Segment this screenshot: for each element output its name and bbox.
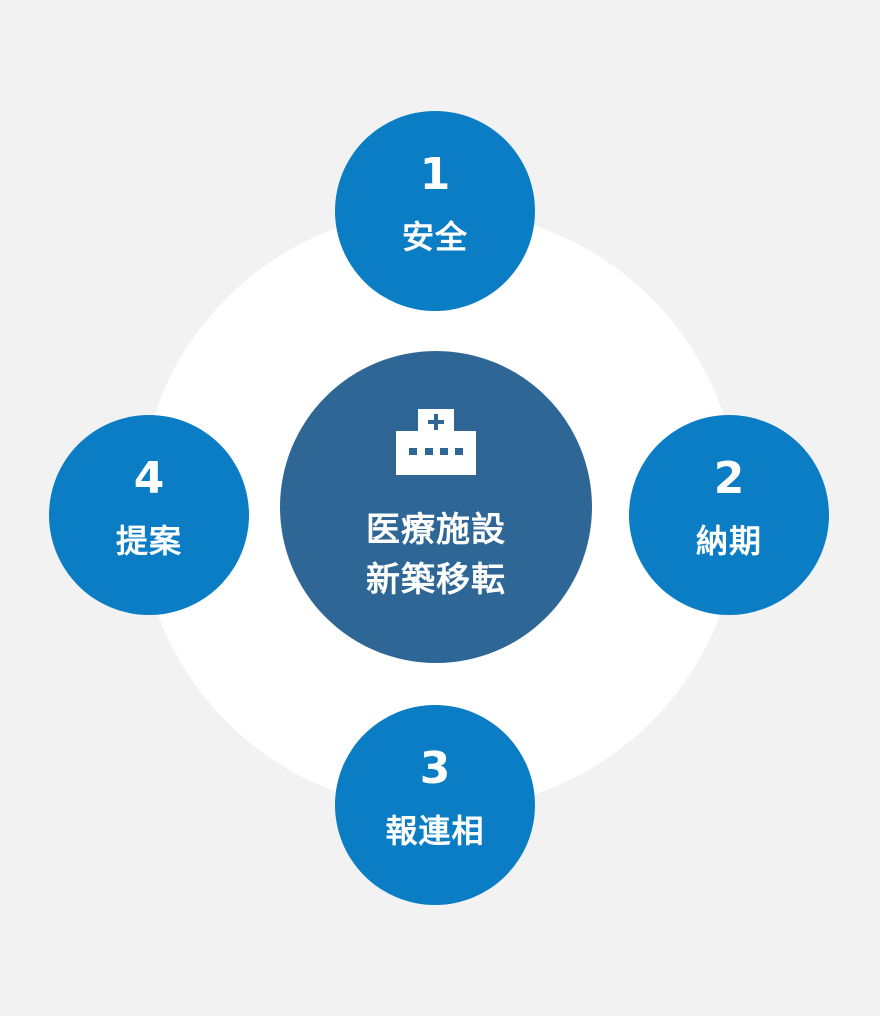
hospital-icon <box>396 409 476 475</box>
node-number: 4 <box>133 453 165 504</box>
center-title-line1: 医療施設 <box>366 510 506 550</box>
node-label: 安全 <box>401 218 468 256</box>
node-4-proposal: 4 提案 <box>49 415 249 615</box>
node-label: 報連相 <box>385 812 485 850</box>
node-label: 納期 <box>695 522 762 560</box>
node-1-safety: 1 安全 <box>335 111 535 311</box>
node-number: 1 <box>419 149 451 200</box>
center-circle: 医療施設 新築移転 <box>280 351 592 663</box>
node-2-deadline: 2 納期 <box>629 415 829 615</box>
node-3-reporting: 3 報連相 <box>335 705 535 905</box>
node-number: 3 <box>419 743 451 794</box>
center-title: 医療施設 新築移転 <box>280 505 592 605</box>
node-label: 提案 <box>115 522 182 560</box>
center-title-line2: 新築移転 <box>366 560 506 600</box>
node-number: 2 <box>713 453 745 504</box>
